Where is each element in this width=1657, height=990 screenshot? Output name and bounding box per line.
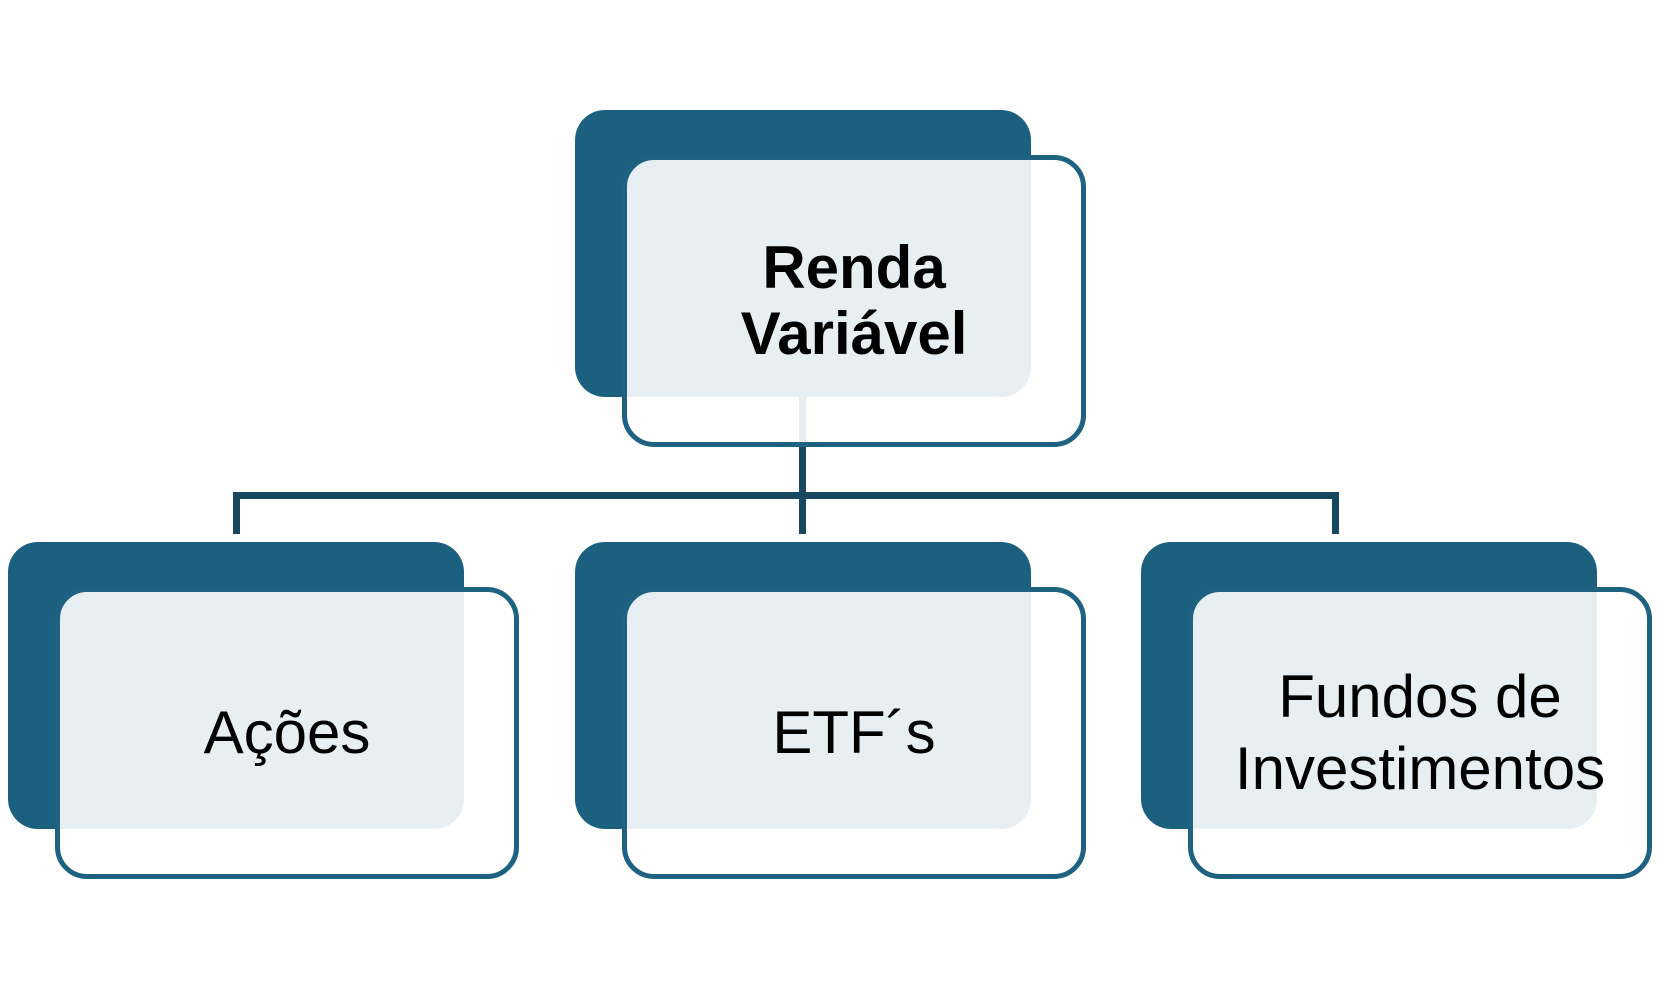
node-renda-variavel: Renda Variável [575,110,1088,450]
node-card: Ações [55,587,519,879]
node-card: Renda Variável [622,155,1086,447]
node-fundos-investimentos: Fundos de Investimentos [1141,542,1654,882]
node-label: Renda Variável [740,234,968,367]
node-acoes: Ações [8,542,521,882]
node-card: ETF´s [622,587,1086,879]
node-etfs: ETF´s [575,542,1088,882]
connector-horizontal [233,492,1339,499]
node-label: Ações [203,699,371,766]
node-label: ETF´s [772,699,936,766]
connector-left-drop [233,492,240,534]
node-card: Fundos de Investimentos [1188,587,1652,879]
connector-right-drop [1332,492,1339,534]
node-label: Fundos de Investimentos [1234,663,1606,802]
connector-root-drop [799,385,806,534]
